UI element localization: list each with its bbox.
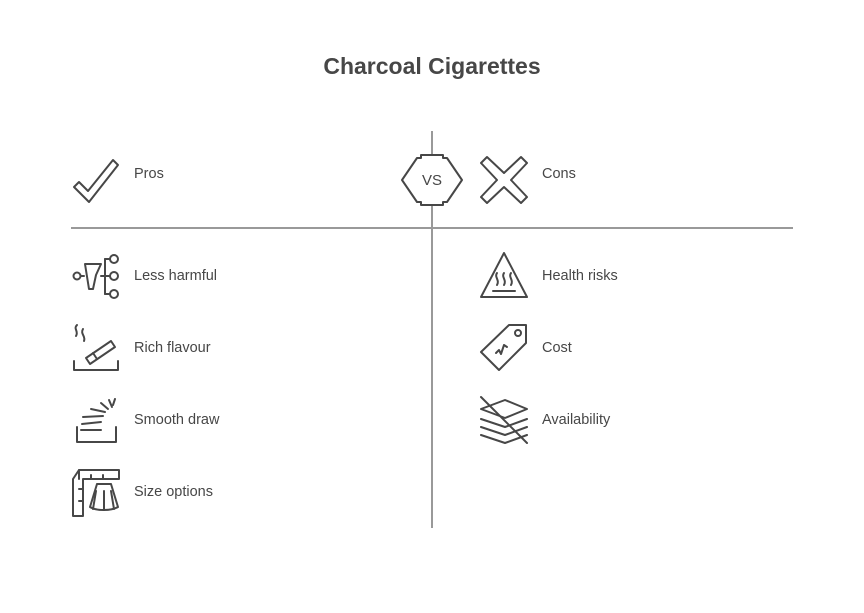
pros-item-less-harmful: Less harmful: [134, 268, 218, 284]
vs-label: VS: [422, 172, 442, 189]
divider-horizontal: [71, 227, 793, 229]
smooth-draw-icon: [71, 395, 121, 445]
cons-header: Cons: [542, 166, 576, 182]
x-icon: [479, 155, 529, 205]
price-tag-icon: [479, 323, 529, 373]
diagram-title: Charcoal Cigarettes: [323, 53, 541, 79]
cons-item-cost: Cost: [542, 340, 572, 356]
cigarette-icon: [71, 323, 121, 373]
pros-item-size-options: Size options: [134, 484, 213, 500]
pros-header: Pros: [134, 166, 164, 182]
pros-item-rich-flavour: Rich flavour: [134, 340, 211, 356]
cons-item-availability: Availability: [542, 412, 611, 428]
divider-vertical: [431, 204, 433, 528]
unavailable-stack-icon: [479, 395, 529, 445]
hot-surface-warning-icon: [479, 251, 529, 301]
cons-item-health-risks: Health risks: [542, 268, 618, 284]
vs-badge: VS: [400, 154, 464, 206]
size-options-icon: [71, 467, 121, 517]
filter-tree-icon: [71, 251, 121, 301]
pros-item-smooth-draw: Smooth draw: [134, 412, 220, 428]
check-icon: [71, 154, 121, 204]
divider-vertical-top: [431, 131, 433, 156]
